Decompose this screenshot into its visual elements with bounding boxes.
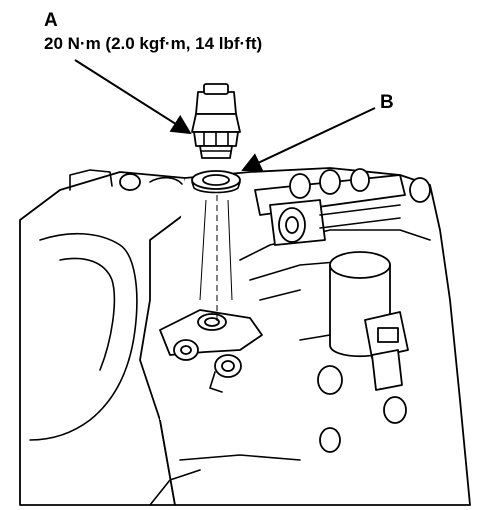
callout-a-torque-spec: 20 N·m (2.0 kgf·m, 14 lbf·ft)	[44, 34, 263, 53]
callout-b-letter: B	[380, 92, 394, 113]
callout-a-letter: A	[44, 10, 58, 31]
sealing-washer-icon	[191, 170, 241, 194]
mounting-boss	[159, 309, 263, 393]
solenoid-valve	[299, 251, 409, 453]
callout-a-leader-arrow	[74, 59, 192, 135]
pressure-switch-icon	[191, 83, 241, 159]
callout-b-leader-arrow	[241, 107, 376, 172]
shaft-assembly	[254, 168, 431, 246]
